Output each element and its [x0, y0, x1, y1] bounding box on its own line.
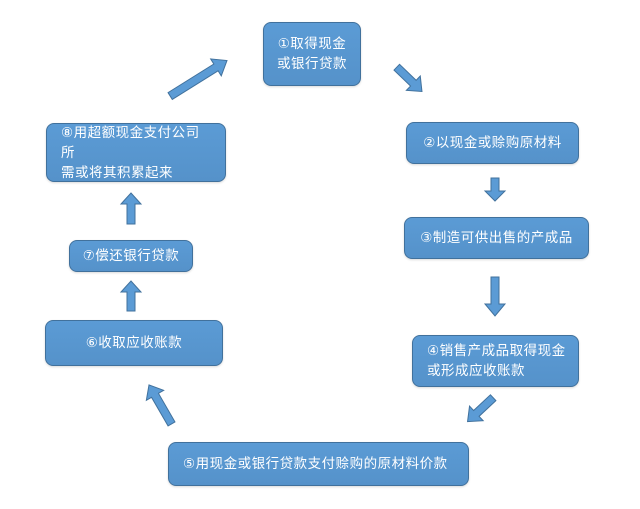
arrow-n2-to-n3 — [483, 177, 507, 202]
step-1-label: ①取得现金 或银行贷款 — [277, 36, 347, 72]
step-8-use-excess-cash: ⑧用超额现金支付公司所 需或将其积累起来 — [46, 123, 226, 182]
arrow-n1-to-n2 — [393, 63, 423, 93]
step-2-buy-materials: ②以现金或赊购原材料 — [406, 122, 579, 164]
step-5-label: ⑤用现金或银行贷款支付赊购的原材料价款 — [183, 456, 448, 472]
step-2-label: ②以现金或赊购原材料 — [423, 135, 562, 151]
step-4-sell-products: ④销售产成品取得现金 或形成应收账款 — [412, 335, 579, 387]
step-3-label: ③制造可供出售的产成品 — [420, 230, 573, 246]
step-7-label: ⑦偿还银行贷款 — [82, 248, 180, 264]
step-3-manufacture-products: ③制造可供出售的产成品 — [404, 217, 589, 259]
step-1-obtain-cash-or-loan: ①取得现金 或银行贷款 — [263, 22, 361, 86]
step-5-pay-for-materials: ⑤用现金或银行贷款支付赊购的原材料价款 — [168, 442, 469, 486]
step-6-label: ⑥收取应收账款 — [85, 335, 183, 351]
step-6-collect-receivables: ⑥收取应收账款 — [45, 320, 223, 366]
arrow-n3-to-n4 — [483, 276, 507, 317]
step-8-label: ⑧用超额现金支付公司所 需或将其积累起来 — [61, 124, 200, 181]
arrow-n5-to-n6 — [145, 384, 176, 427]
arrow-n7-to-n8 — [119, 192, 143, 225]
arrow-n8-to-n1 — [167, 58, 228, 101]
step-7-repay-loan: ⑦偿还银行贷款 — [69, 240, 193, 272]
arrow-n6-to-n7 — [119, 280, 143, 312]
step-4-label: ④销售产成品取得现金 或形成应收账款 — [427, 343, 566, 379]
arrow-n4-to-n5 — [466, 394, 497, 423]
